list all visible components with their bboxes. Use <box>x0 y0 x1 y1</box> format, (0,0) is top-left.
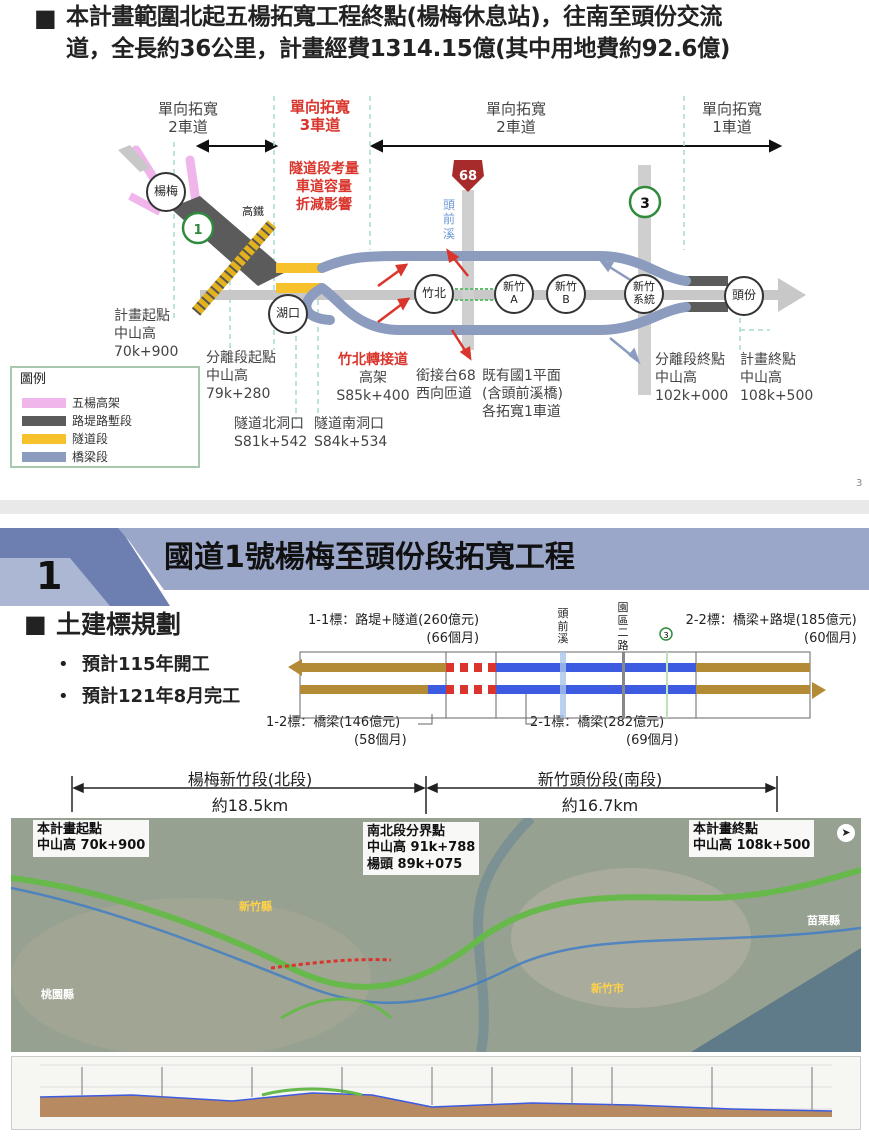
slide-contract-planning: 1 國道1號楊梅至頭份段拓寬工程 ■ 土建標規劃 • 預計115年開工 • 預計… <box>0 514 869 1138</box>
park-road-vlabel: 園區二路 <box>617 601 629 652</box>
legend-swatch-elevated <box>22 398 66 408</box>
slide-title: 國道1號楊梅至頭份段拓寬工程 <box>164 540 575 575</box>
section-span-arrows <box>71 776 778 814</box>
legend-label-bridge: 橋梁段 <box>72 450 109 464</box>
map-callout-end: 本計畫終點中山高 108k+500 <box>689 820 815 857</box>
southbound-arrow <box>778 278 806 312</box>
legend-swatch-bridge <box>22 452 66 462</box>
north-section-length: 約18.5km <box>211 796 289 815</box>
title-banner <box>0 528 869 606</box>
svg-text:68: 68 <box>459 169 477 184</box>
south-section-length: 約16.7km <box>561 796 639 815</box>
hukou-node: 湖口 <box>268 294 308 334</box>
north-section-name: 楊梅新竹段(北段) <box>187 770 313 789</box>
map-label-taoyuan: 桃園縣 <box>41 988 74 1001</box>
section-bullet: ■ <box>24 610 47 638</box>
tunnel-north <box>276 263 322 273</box>
elevation-profile <box>11 1056 861 1130</box>
map-label-hsinchu-county: 新竹縣 <box>239 900 272 913</box>
hsr-line <box>191 220 277 316</box>
route-3-badge: 3 <box>628 185 662 219</box>
map-label-miaoli: 苗栗縣 <box>807 914 840 927</box>
tunnel-capacity-note: 隧道段考量車道容量折減影響 <box>289 161 359 214</box>
northbound-arrow <box>288 659 302 676</box>
hsr-label: 高鐵 <box>242 205 264 218</box>
bullet-dot-2: • <box>58 686 69 707</box>
route-68-road <box>462 190 474 350</box>
legend: 圖例 五楊高架 路堤路塹段 隧道段 橋梁段 <box>10 366 200 468</box>
legend-label-embankment: 路堤路塹段 <box>72 414 133 428</box>
legend-label-tunnel: 隧道段 <box>72 432 109 446</box>
segment-dimension-arrows <box>195 139 783 153</box>
contract-1-2-label: 1-2標：橋梁(146億元)(58個月) <box>266 715 407 748</box>
bullet-dot-1: • <box>58 654 69 675</box>
map-label-hsinchu-city: 新竹市 <box>591 982 624 995</box>
profile-graphic <box>39 1064 833 1117</box>
tunnel-south <box>276 283 322 293</box>
legend-label-elevated: 五楊高架 <box>72 396 121 410</box>
river-vlabel: 頭前溪 <box>557 607 569 646</box>
slide-project-scope: ■ 本計畫範圍北起五楊拓寬工程終點(楊梅休息站)，往南至頭份交流 道，全長約36… <box>0 0 869 500</box>
heading-bullet: ■ <box>34 4 57 32</box>
aerial-map[interactable]: 新竹縣 桃園縣 新竹市 苗栗縣 本計畫起點中山高 70k+900 南北段分界點中… <box>11 818 861 1052</box>
section-title: 土建標規劃 <box>56 610 182 639</box>
heading-line-1: 本計畫範圍北起五楊拓寬工程終點(楊梅休息站)，往南至頭份交流 <box>66 4 723 30</box>
toufen-node: 頭份 <box>724 276 764 316</box>
south-section-name: 新竹頭份段(南段) <box>537 770 663 789</box>
touqian-river-label: 頭前溪 <box>442 198 455 241</box>
map-callout-start: 本計畫起點中山高 70k+900 <box>33 820 150 857</box>
bullet-complete: 預計121年8月完工 <box>82 686 241 707</box>
hsinchu-system-node: 新竹系統 <box>624 274 664 314</box>
legend-swatch-tunnel <box>22 434 66 444</box>
svg-text:3: 3 <box>663 631 668 640</box>
contract-diagram: 3 <box>71 627 826 814</box>
svg-text:1: 1 <box>193 223 202 238</box>
ramp-arrows <box>377 248 472 361</box>
route-3-small-badge: 3 <box>659 627 673 641</box>
chainage-existing-widen: 既有國1平面(含頭前溪橋)各拓寬1車道 <box>482 368 563 420</box>
svg-text:3: 3 <box>640 196 650 212</box>
legend-title: 圖例 <box>20 372 47 387</box>
contract-2-2-label: 2-2標：橋梁+路堤(185億元)(60個月) <box>685 613 857 646</box>
yangmei-node: 楊梅 <box>146 172 186 212</box>
southbound-arrow <box>812 682 826 699</box>
bullet-start: 預計115年開工 <box>82 654 210 675</box>
route-68-badge: 68 <box>452 160 484 192</box>
page-number: 3 <box>856 478 863 489</box>
heading-line-2: 道，全長約36公里，計畫經費1314.15億(其中用地費約92.6億) <box>66 36 731 62</box>
contract-1-1-label: 1-1標：路堤+隧道(260億元)(66個月) <box>308 613 480 646</box>
north-arrow-icon: ➤ <box>837 824 855 842</box>
route-1-badge: 1 <box>181 211 215 245</box>
zhubei-node: 竹北 <box>414 274 454 314</box>
legend-swatch-embankment <box>22 416 66 426</box>
slide-number: 1 <box>36 554 63 598</box>
contract-2-1-label: 2-1標：橋梁(282億元)(69個月) <box>530 715 679 748</box>
